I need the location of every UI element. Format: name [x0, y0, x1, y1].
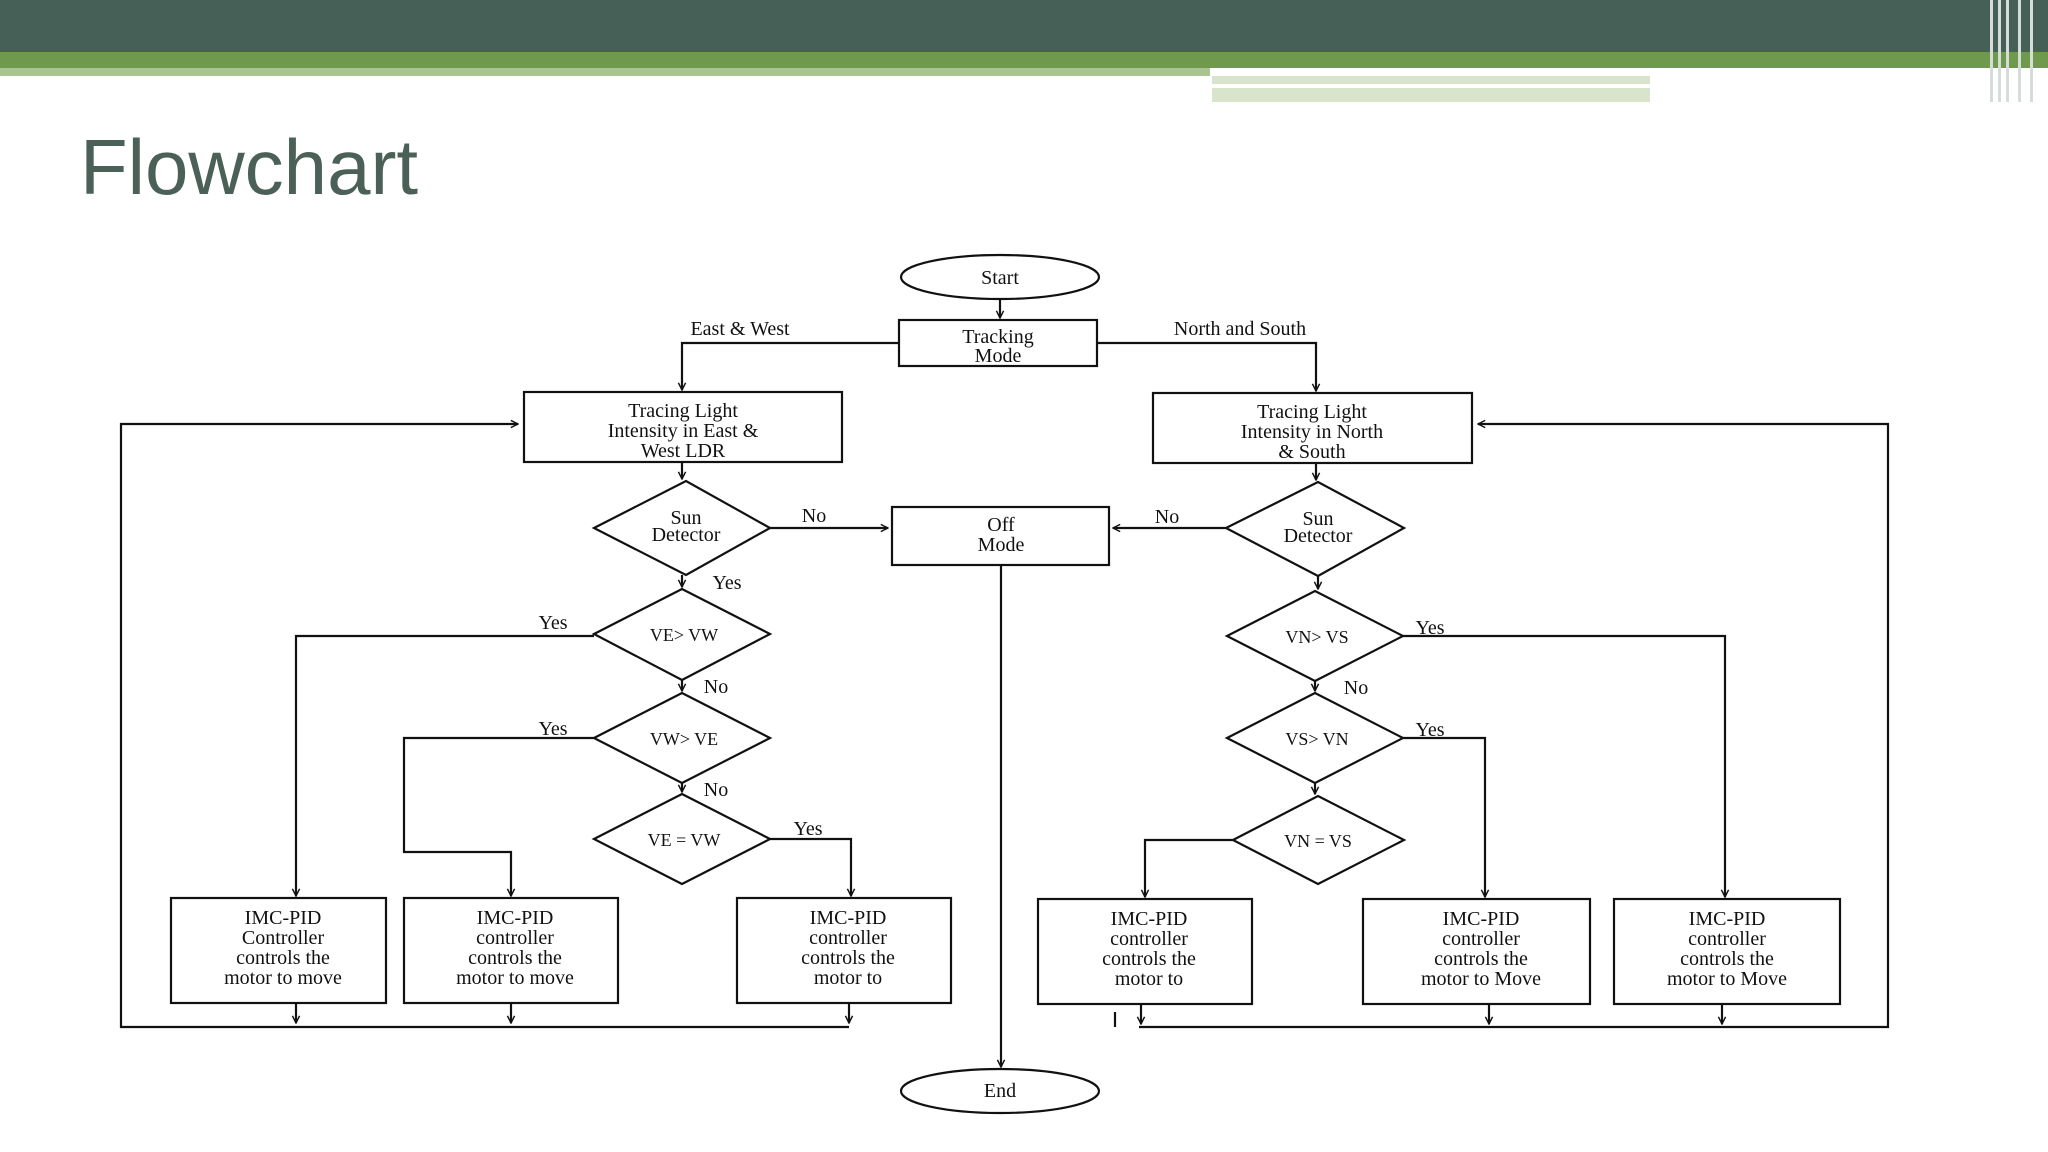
pid-1-label: controls the — [236, 947, 330, 969]
pid-box-5 — [1361, 897, 1592, 1006]
tracing-ns-label: & South — [1278, 441, 1345, 463]
off-mode-box — [890, 505, 1111, 567]
no-label: No — [1344, 677, 1368, 699]
yes-label: Yes — [712, 572, 741, 594]
pid-6-label: IMC-PID — [1689, 908, 1766, 930]
pid-2-label: controls the — [468, 947, 562, 969]
north-south-label: North and South — [1174, 318, 1306, 340]
off-mode-label: Mode — [978, 534, 1025, 556]
pid-1-label: IMC-PID — [245, 907, 322, 929]
tracing-ns-label: Tracing Light — [1257, 401, 1367, 423]
tracing-ns-box — [1151, 391, 1474, 465]
feedback-loop-ew — [119, 424, 849, 1029]
tracking-mode-label: Mode — [975, 345, 1022, 367]
decision-ew-1 — [591, 587, 773, 682]
tracing-ew-label: Tracing Light — [628, 400, 738, 422]
pid-5-label: motor to Move — [1421, 968, 1541, 990]
no-label: No — [704, 676, 728, 698]
feedback-loop-ns — [1139, 424, 1890, 1029]
sun-detector-label: Sun — [670, 507, 701, 529]
header-bar — [0, 0, 2048, 52]
connector — [770, 837, 851, 896]
pid-3-label: controls the — [801, 947, 895, 969]
pid-box-3 — [735, 896, 953, 1005]
pid-1-label: Controller — [242, 927, 325, 949]
no-label: No — [704, 779, 728, 801]
yes-label: Yes — [1415, 617, 1444, 639]
end-label: End — [984, 1080, 1016, 1102]
header-stripe-line — [1212, 84, 1896, 88]
connector — [296, 634, 594, 896]
decision-ns-1-label: VN> VS — [1285, 627, 1348, 647]
pid-box-1 — [169, 896, 388, 1005]
tracking-mode-label: Tracking — [962, 326, 1033, 348]
pid-5-label: controller — [1442, 928, 1520, 950]
pid-6-label: motor to Move — [1667, 968, 1787, 990]
sun-detector-label: Sun — [1302, 508, 1333, 530]
yes-label: Yes — [793, 818, 822, 840]
decision-ns-2-label: VS> VN — [1285, 729, 1348, 749]
pid-4-label: controller — [1110, 928, 1188, 950]
decision-ew-2-label: VW> VE — [650, 729, 718, 749]
pid-5-label: IMC-PID — [1443, 908, 1520, 930]
edge-line — [1998, 0, 2001, 102]
sun-detector-label: Detector — [652, 524, 721, 546]
sun-detector-ns — [1223, 480, 1407, 578]
start-label: Start — [981, 267, 1019, 289]
connector — [1145, 838, 1233, 897]
pid-1-label: motor to move — [224, 967, 342, 989]
tracing-ew-label: West LDR — [641, 440, 726, 462]
connector — [1097, 341, 1316, 391]
decision-ew-3-label: VE = VW — [648, 830, 721, 850]
pid-5-label: controls the — [1434, 948, 1528, 970]
connector — [1403, 736, 1485, 897]
pid-3-label: IMC-PID — [810, 907, 887, 929]
edge-line — [2030, 0, 2033, 102]
pid-2-label: IMC-PID — [477, 907, 554, 929]
no-label: No — [1155, 506, 1179, 528]
header-stripe-pale — [1212, 76, 1650, 102]
pid-box-6 — [1612, 897, 1842, 1006]
pid-6-label: controller — [1688, 928, 1766, 950]
decision-ns-3 — [1230, 794, 1407, 886]
connector — [682, 341, 899, 390]
decision-ew-2 — [591, 691, 773, 785]
tracking-mode-box — [897, 318, 1099, 368]
decision-ew-1-label: VE> VW — [650, 625, 718, 645]
edge-line — [2006, 0, 2009, 102]
decision-ns-3-label: VN = VS — [1284, 831, 1352, 851]
yes-label: Yes — [538, 718, 567, 740]
header-stripe-light — [0, 68, 1210, 76]
pid-4-label: controls the — [1102, 948, 1196, 970]
pid-box-4 — [1036, 897, 1254, 1006]
yes-label: Yes — [1415, 719, 1444, 741]
connector — [1403, 634, 1725, 897]
pid-box-2 — [402, 896, 620, 1005]
slide-title: Flowchart — [80, 123, 419, 211]
edge-line — [2018, 0, 2021, 102]
off-mode-label: Off — [987, 514, 1015, 536]
pid-3-label: motor to — [814, 967, 882, 989]
pid-3-label: controller — [809, 927, 887, 949]
tracing-ew-label: Intensity in East & — [608, 420, 759, 442]
header-stripe — [0, 52, 2048, 68]
no-label: No — [802, 505, 826, 527]
sun-detector-label: Detector — [1284, 525, 1353, 547]
edge-line — [1990, 0, 1993, 102]
east-west-label: East & West — [690, 318, 790, 340]
end-terminal — [899, 1067, 1101, 1115]
pid-4-label: motor to — [1115, 968, 1183, 990]
yes-label: Yes — [538, 612, 567, 634]
pid-6-label: controls the — [1680, 948, 1774, 970]
pid-4-label: IMC-PID — [1111, 908, 1188, 930]
connector — [402, 736, 594, 896]
tracing-ns-label: Intensity in North — [1241, 421, 1383, 443]
pid-2-label: motor to move — [456, 967, 574, 989]
pid-2-label: controller — [476, 927, 554, 949]
